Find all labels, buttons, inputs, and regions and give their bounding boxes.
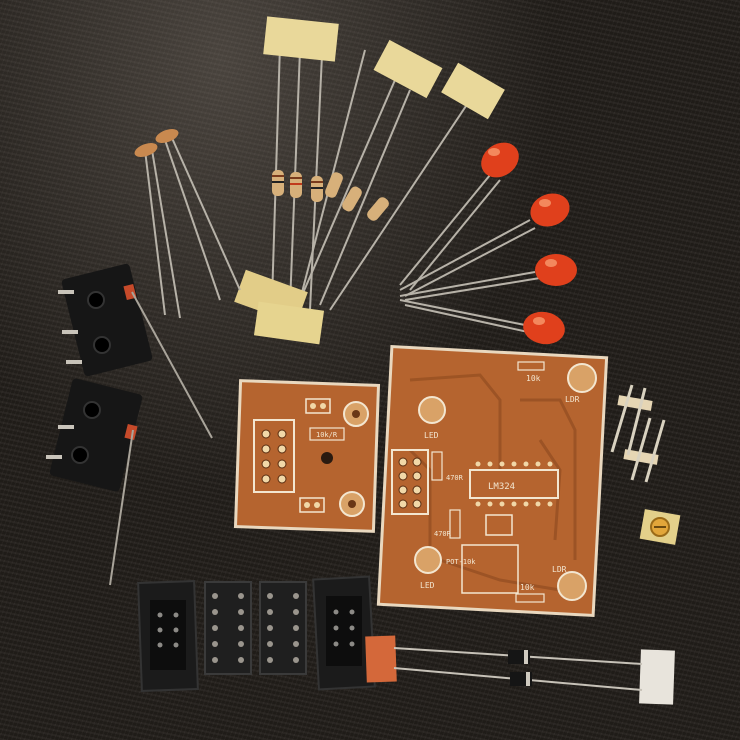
main-pcb-label-led1: LED — [424, 431, 439, 440]
main-pcb-ldr2-pad — [557, 571, 587, 601]
led-1 — [481, 142, 519, 178]
led-group — [399, 142, 577, 345]
box-header-2 — [312, 575, 376, 691]
main-pcb: 10k LDR LED 470R LM324 470R POT-10k LED — [376, 345, 609, 618]
main-pcb-pot-outline — [461, 544, 519, 594]
small-pcb: 10k/R — [233, 379, 381, 533]
main-pcb-led2-pad — [414, 546, 442, 574]
tape-strips — [234, 16, 505, 345]
ldr-1 — [134, 143, 158, 157]
ldr-pair — [134, 129, 241, 319]
main-pcb-r1: 10k — [517, 361, 545, 383]
main-pcb-label-pot: POT-10k — [446, 558, 476, 566]
switch-2 — [46, 378, 143, 586]
led-3 — [535, 254, 577, 286]
resistor-5 — [342, 186, 362, 212]
main-pcb-label-ldr1: LDR — [565, 395, 580, 404]
main-pcb-led1-pad — [418, 396, 446, 424]
main-pcb-ic-outline — [469, 469, 559, 499]
trimpot — [639, 509, 681, 545]
diodes — [365, 635, 675, 705]
main-pcb-header — [391, 449, 429, 515]
box-header-1 — [137, 580, 199, 692]
small-pcb-label-r1: 10k/R — [316, 431, 338, 439]
main-pcb-ldr1-pad — [567, 363, 597, 393]
main-pcb-label-ic: LM324 — [488, 482, 515, 492]
resistor-4 — [325, 172, 343, 198]
ic-socket-1 — [204, 581, 252, 675]
main-pcb-label-r1: 10k — [526, 374, 541, 383]
main-pcb-label-r2: 470R — [446, 474, 464, 482]
led-2 — [530, 193, 570, 227]
ic-socket-row — [137, 575, 376, 692]
ic-socket-2 — [259, 581, 307, 675]
led-4 — [523, 311, 565, 345]
header-pins — [610, 384, 666, 483]
main-pcb-label-ldr2: LDR — [552, 565, 567, 574]
switch-1 — [58, 263, 213, 439]
main-pcb-label-r3: 470R — [434, 530, 452, 538]
main-pcb-label-led2: LED — [420, 581, 435, 590]
main-pcb-label-r4: 10k — [520, 583, 535, 592]
resistor-bodies — [272, 170, 389, 221]
resistor-6 — [367, 197, 389, 221]
ldr-2 — [155, 129, 179, 143]
